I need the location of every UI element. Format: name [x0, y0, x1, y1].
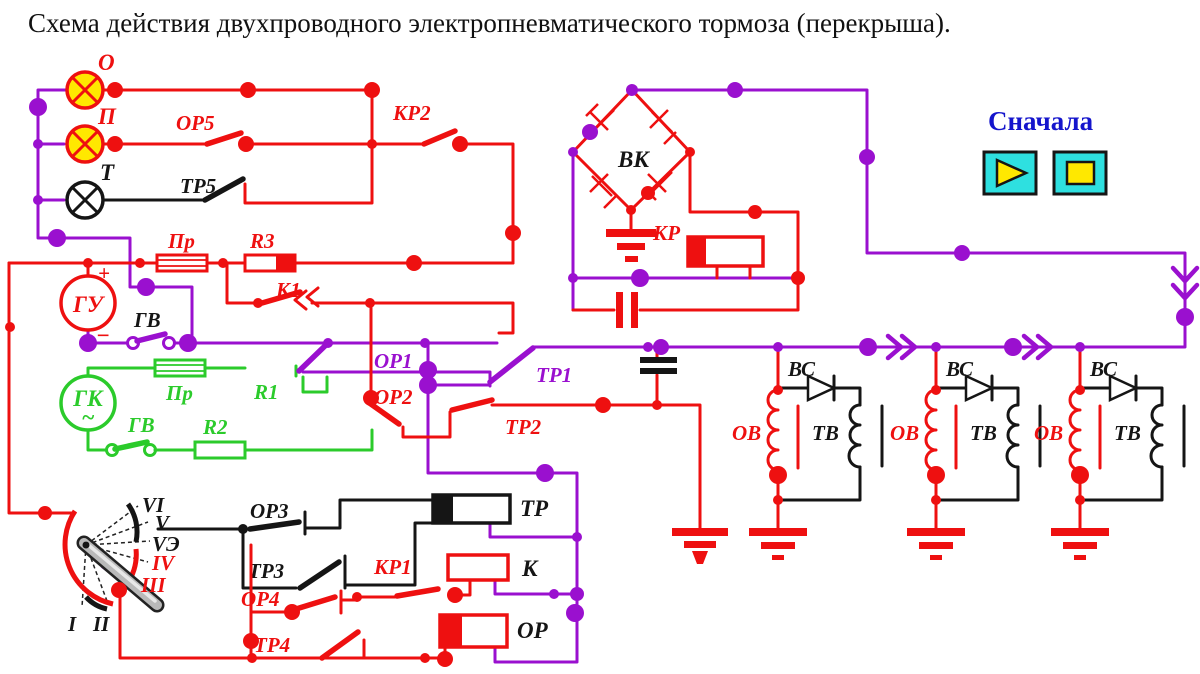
position-iv: IV [151, 551, 176, 575]
switch-k1: К1 [259, 278, 320, 311]
generator-gu-label: ГУ [72, 292, 106, 317]
switch-or1: ОР1 [296, 340, 413, 374]
relay-or: ОР [438, 613, 549, 649]
position-iii: III [140, 573, 166, 597]
coil-tv-label: ТВ [1114, 421, 1141, 445]
position-vi: VI [142, 493, 165, 517]
flow-arrows [885, 265, 1200, 361]
switch-or3-label: ОР3 [250, 499, 289, 523]
switch-tr3: ТР3 [241, 521, 435, 591]
resistor-r3: R3 [243, 229, 297, 273]
position-v: V [155, 511, 171, 535]
capacitor-red [616, 292, 638, 328]
position-ve: VЭ [152, 532, 180, 556]
relay-or-label: ОР [517, 618, 549, 643]
controller-handle[interactable] [76, 535, 165, 613]
switch-tr1-label: ТР1 [536, 363, 572, 387]
switch-gv-main-label: ГВ [133, 308, 161, 332]
lamp-t-label: Т [100, 160, 115, 185]
switch-or5: ОР5 [176, 111, 244, 147]
lamp-o: О [65, 50, 115, 110]
resistor-r2-label: R2 [202, 415, 228, 439]
bridge-vk-label: ВК [617, 147, 650, 172]
gu-plus-sign: + [98, 261, 110, 285]
resistor-r3-label: R3 [249, 229, 275, 253]
stop-icon [1065, 160, 1096, 186]
position-ii: II [92, 612, 110, 636]
play-button[interactable] [982, 150, 1038, 196]
brake-controller: VI V VЭ IV III II I [62, 493, 180, 636]
switch-tr4-label: ТР4 [254, 633, 290, 657]
switch-or3: ОР3 [156, 498, 435, 536]
diode-vs-label: ВС [945, 357, 974, 381]
switch-or5-label: ОР5 [176, 111, 215, 135]
switch-tr2-label: ТР2 [505, 415, 542, 439]
relay-kr-label: КР [652, 221, 680, 245]
gk-tilde-sign: ~ [81, 405, 94, 430]
valve-unit-2: ВС ОВ ТВ [890, 342, 1042, 560]
play-icon [995, 158, 1030, 188]
switch-tr2: ТР2 [449, 397, 542, 439]
valve-unit-1: ВС ОВ ТВ [732, 342, 884, 560]
capacitor-black [640, 357, 677, 374]
player-controls: Сначала [982, 106, 1108, 196]
generator-gk-label: ГК [72, 386, 104, 411]
switch-k1-label: К1 [275, 278, 301, 302]
fuse-pr-green-label: Пр [165, 381, 193, 405]
coil-ov-label: ОВ [732, 421, 761, 445]
lamp-t: Т [65, 160, 207, 220]
junction-dots [5, 82, 1194, 667]
diode-vs-label: ВС [787, 357, 816, 381]
switch-tr1: ТР1 [487, 345, 572, 387]
relay-tr-label: ТР [520, 496, 549, 521]
red-wires [7, 88, 800, 530]
coil-ov-label: ОВ [890, 421, 919, 445]
generator-gu: ГУ + − [59, 261, 117, 348]
ground-middle [672, 528, 728, 564]
page-title: Схема действия двухпроводного электропне… [28, 8, 951, 38]
diode-vs-label: ВС [1089, 357, 1118, 381]
bottom-red-net: ОР4 КР1 ТР4 [118, 543, 472, 661]
switch-tr3-label: ТР3 [248, 559, 284, 583]
switch-or2-label: ОР2 [374, 385, 413, 409]
switch-kr2: КР2 [392, 101, 458, 147]
switch-gv-green-label: ГВ [127, 413, 155, 437]
lamp-p: П [65, 104, 117, 164]
relay-tr: ТР [431, 493, 549, 525]
coil-tv-label: ТВ [970, 421, 997, 445]
relay-k-label: К [521, 556, 539, 581]
relay-kr: КР [652, 221, 765, 268]
switch-tr5: ТР5 [180, 174, 246, 203]
switch-or4-label: ОР4 [241, 587, 280, 611]
lamp-p-label: П [97, 104, 117, 129]
relay-k: К [446, 553, 539, 582]
switch-tr5-label: ТР5 [180, 174, 216, 198]
switch-kr2-label: КР2 [392, 101, 431, 125]
stop-button[interactable] [1052, 150, 1108, 196]
lamp-o-label: О [98, 50, 115, 75]
fuse-pr-red-label: Пр [167, 229, 195, 253]
gu-minus-sign: − [96, 323, 110, 348]
switch-kr1-label: КР1 [373, 555, 412, 579]
generator-gk-circuit: ГК ~ Пр R1 ГВ R2 [59, 358, 374, 460]
snachala-heading: Сначала [988, 106, 1094, 136]
valve-unit-3: ВС ОВ ТВ [1034, 342, 1186, 560]
switch-gv-main: ГВ [126, 308, 176, 350]
fuse-pr-red: Пр [155, 229, 209, 273]
resistor-r1-label: R1 [253, 380, 279, 404]
switch-or1-label: ОР1 [374, 349, 413, 373]
coil-ov-label: ОВ [1034, 421, 1063, 445]
position-i: I [67, 612, 77, 636]
coil-tv-label: ТВ [812, 421, 839, 445]
